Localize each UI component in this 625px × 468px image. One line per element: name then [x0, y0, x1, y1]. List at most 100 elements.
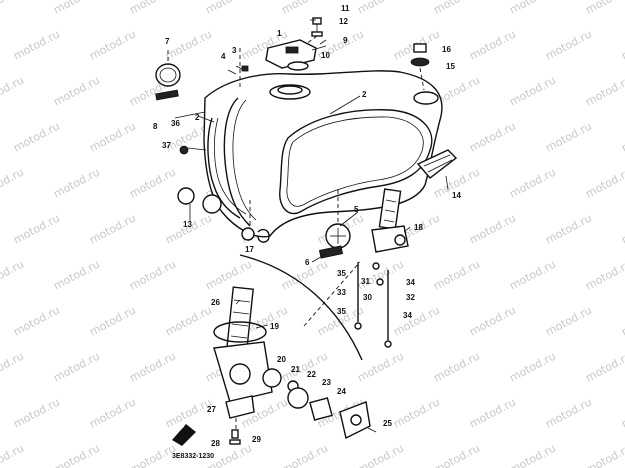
emblem-grommet	[155, 89, 179, 101]
watermark-text: motod.ru	[467, 395, 518, 430]
watermark-text: motod.ru	[11, 395, 62, 430]
watermark-text: motod.ru	[507, 0, 558, 17]
watermark-text: motod.ru	[279, 441, 330, 468]
spring-22	[287, 387, 309, 409]
callout-19: 19	[270, 322, 279, 331]
tank-plug-15-16	[410, 43, 430, 91]
screw-25	[367, 427, 377, 433]
callout-35b: 35	[337, 307, 346, 316]
watermark-text: motod.ru	[583, 349, 625, 384]
watermark-text: motod.ru	[467, 211, 518, 246]
screws-3-4	[227, 48, 249, 88]
screw-28	[231, 429, 239, 439]
watermark-text: motod.ru	[127, 165, 178, 200]
plate-23	[309, 397, 333, 421]
watermark-text: motod.ru	[163, 303, 214, 338]
watermark-text: motod.ru	[507, 441, 558, 468]
fuel-hoses	[303, 261, 392, 348]
emblem-badge	[155, 63, 181, 87]
plug-15	[410, 57, 430, 67]
callout-numbers: 11 12 9 10 7 4 3 1 16 15 2 8 36 2 37 13 …	[153, 4, 461, 448]
damper-37	[179, 145, 189, 155]
watermark-text: motod.ru	[543, 395, 594, 430]
watermark-text: motod.ru	[0, 73, 26, 108]
callout-36: 36	[171, 119, 180, 128]
tank-side-trim-inner	[232, 99, 257, 221]
watermark-text: motod.ru	[11, 211, 62, 246]
callout-13: 13	[183, 220, 192, 229]
callout-28: 28	[211, 439, 220, 448]
fuel-cock-upper	[371, 188, 409, 253]
callout-9: 9	[343, 36, 348, 45]
rear-rubber-14	[416, 149, 458, 179]
watermark-text: motod.ru	[127, 257, 178, 292]
callout-30: 30	[363, 293, 372, 302]
watermark-text: motod.ru	[467, 303, 518, 338]
o-ring-19	[213, 321, 267, 343]
callout-32: 32	[406, 293, 415, 302]
callout-25: 25	[383, 419, 392, 428]
drawing-code: 3E8332-1230	[172, 453, 214, 460]
watermark-text: motod.ru	[391, 395, 442, 430]
watermark-text: motod.ru	[543, 119, 594, 154]
watermark-text: motod.ru	[0, 441, 26, 468]
fuel-meter-assembly	[318, 190, 351, 259]
watermark-text: motod.ru	[87, 27, 138, 62]
fuel-tank	[203, 70, 443, 238]
watermark-text: motod.ru	[431, 0, 482, 17]
watermark-text: motod.ru	[619, 395, 625, 430]
watermark-text: motod.ru	[619, 119, 625, 154]
watermark-text: motod.ru	[355, 257, 406, 292]
watermark-text: motod.ru	[203, 0, 254, 17]
watermark-text: motod.ru	[507, 73, 558, 108]
plate-27	[225, 395, 255, 419]
rubber-dampers	[177, 145, 222, 214]
watermark-text: motod.ru	[51, 73, 102, 108]
watermark-text: motod.ru	[619, 303, 625, 338]
watermark-text: motod.ru	[583, 165, 625, 200]
fuel-tank-outline	[203, 70, 443, 238]
callout-5: 5	[354, 205, 359, 214]
fuel-cock-lower-assembly	[213, 286, 377, 445]
watermark-text: motod.ru	[127, 441, 178, 468]
watermark-text: motod.ru	[127, 349, 178, 384]
leader-lines	[174, 19, 449, 329]
callout-15: 15	[446, 62, 455, 71]
filler-neck-inner	[277, 85, 303, 95]
watermark-text: motod.ru	[51, 257, 102, 292]
callout-17: 17	[245, 245, 254, 254]
callout-35a: 35	[337, 269, 346, 278]
meter-gasket	[318, 245, 344, 259]
watermark-text: motod.ru	[583, 257, 625, 292]
callout-2a: 2	[195, 113, 200, 122]
callout-4: 4	[221, 52, 226, 61]
damper-13a	[177, 187, 195, 205]
watermark-text: motod.ru	[543, 303, 594, 338]
emblem	[155, 50, 181, 101]
callout-16: 16	[442, 45, 451, 54]
watermark-text: motod.ru	[431, 441, 482, 468]
callout-26: 26	[211, 298, 220, 307]
callout-31: 31	[361, 277, 370, 286]
filler-neck	[269, 84, 311, 100]
plug-16	[413, 43, 427, 53]
watermark-text: motod.ru	[0, 0, 26, 17]
watermark-text: motod.ru	[51, 0, 102, 17]
watermark-text: motod.ru	[543, 211, 594, 246]
watermark-text: motod.ru	[355, 441, 406, 468]
filler-cap	[265, 39, 317, 69]
callout-24: 24	[337, 387, 346, 396]
callout-8: 8	[153, 122, 158, 131]
callout-37: 37	[162, 141, 171, 150]
watermark-text: motod.ru	[583, 441, 625, 468]
callout-11: 11	[341, 4, 350, 13]
callout-34b: 34	[403, 311, 412, 320]
watermark-text: motod.ru	[11, 27, 62, 62]
callout-12: 12	[339, 17, 348, 26]
watermark-text: motod.ru	[127, 0, 178, 17]
callout-21: 21	[291, 365, 300, 374]
callout-29: 29	[252, 435, 261, 444]
watermark-text: motod.ru	[87, 395, 138, 430]
watermark-text: motod.ru	[51, 441, 102, 468]
